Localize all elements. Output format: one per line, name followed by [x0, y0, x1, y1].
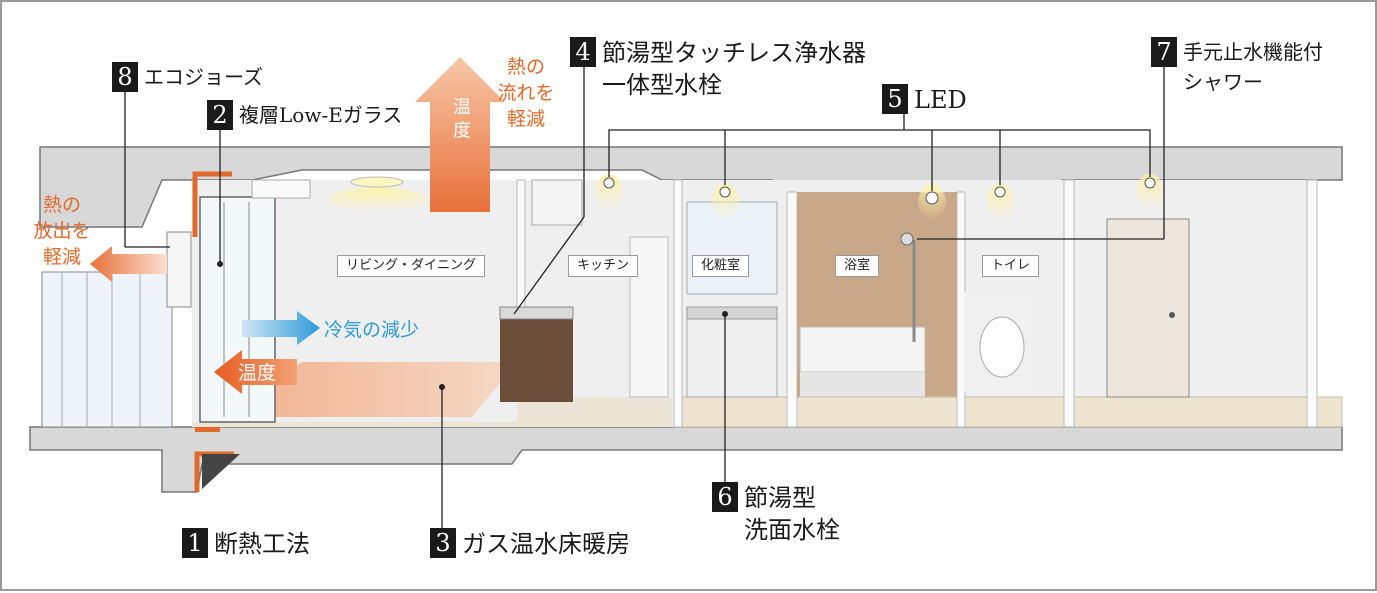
temp-left-label: 温度: [238, 362, 277, 384]
door-handle: [1169, 312, 1175, 318]
insulation-mark-floor: [195, 427, 220, 432]
callout-4-faucet: 4 節湯型タッチレス浄水器 一体型水栓: [570, 37, 866, 101]
wall-bath: [786, 191, 798, 428]
room-label-living: リビング・ダイニング: [337, 255, 486, 277]
warm-air-up-arrow: [415, 57, 505, 212]
callout-1-insulation: 1 断熱工法: [182, 528, 310, 560]
callout-number: 4: [570, 37, 596, 67]
kitchen-counter: [500, 317, 573, 402]
eco-jozu-unit: [166, 231, 192, 308]
callout-number: 8: [112, 62, 138, 92]
balcony-railing: [41, 271, 173, 428]
callout-text: 節湯型 洗面水栓: [744, 484, 840, 544]
temp-left-arrow: [214, 350, 297, 394]
living-floor: [192, 397, 672, 427]
wall-end: [1306, 179, 1318, 428]
callout-3-floor-heating: 3 ガス温水床暖房: [430, 528, 630, 560]
callout-text: 節湯型タッチレス浄水器 一体型水栓: [602, 39, 866, 99]
heat-flow-note: 熱の 流れを 軽減: [497, 56, 555, 130]
leader-lines: [124, 67, 1165, 530]
callout-number: 3: [430, 528, 456, 558]
bath-floor: [800, 372, 925, 397]
kitchen-top: [499, 306, 574, 320]
callout-text: ガス温水床暖房: [462, 530, 630, 558]
callout-8-eco-jozu: 8 エコジョーズ: [112, 62, 263, 92]
wall-vanity: [673, 179, 683, 428]
callout-text: 手元止水機能付 シャワー: [1183, 40, 1323, 94]
callout-number: 7: [1151, 37, 1177, 67]
callout-number: 1: [182, 528, 208, 558]
heat-release-note: 熱の 放出を 軽減: [33, 194, 91, 268]
cold-air-label: 冷気の減少: [324, 319, 420, 341]
bath-tub: [799, 326, 926, 373]
callout-2-low-e-glass: 2 複層Low-Eガラス: [207, 100, 402, 130]
kitchen-hood: [531, 179, 583, 226]
callout-text: エコジョーズ: [144, 65, 263, 89]
vanity-cabinet: [686, 316, 778, 398]
vanity-top: [686, 306, 778, 320]
wall-hall: [1063, 179, 1075, 428]
air-conditioner: [251, 179, 311, 199]
callout-7-shower: 7 手元止水機能付 シャワー: [1151, 37, 1323, 97]
callout-text: 断熱工法: [214, 530, 310, 558]
toilet-bowl: [979, 316, 1025, 378]
callout-5-led: 5 LED: [882, 84, 967, 116]
downlights: [595, 174, 1164, 220]
hall-door: [1106, 218, 1190, 398]
callout-text: LED: [914, 86, 967, 114]
callout-number: 6: [712, 482, 738, 512]
callout-6-vanity-faucet: 6 節湯型 洗面水栓: [712, 482, 840, 546]
cold-air-arrow: [242, 311, 320, 345]
callout-number: 5: [882, 84, 908, 114]
room-label-toilet: トイレ: [982, 255, 1040, 277]
callout-text: 複層Low-Eガラス: [239, 103, 403, 127]
heat-release-arrow: [90, 246, 167, 282]
temp-up-label: 温 度: [450, 97, 471, 139]
room-label-vanity: 化粧室: [692, 255, 750, 277]
room-label-kitchen: キッチン: [568, 255, 639, 277]
room-label-bath: 浴室: [835, 255, 880, 277]
wall-toilet: [956, 191, 966, 428]
callout-number: 2: [207, 100, 233, 130]
wood-floor: [681, 396, 1343, 428]
